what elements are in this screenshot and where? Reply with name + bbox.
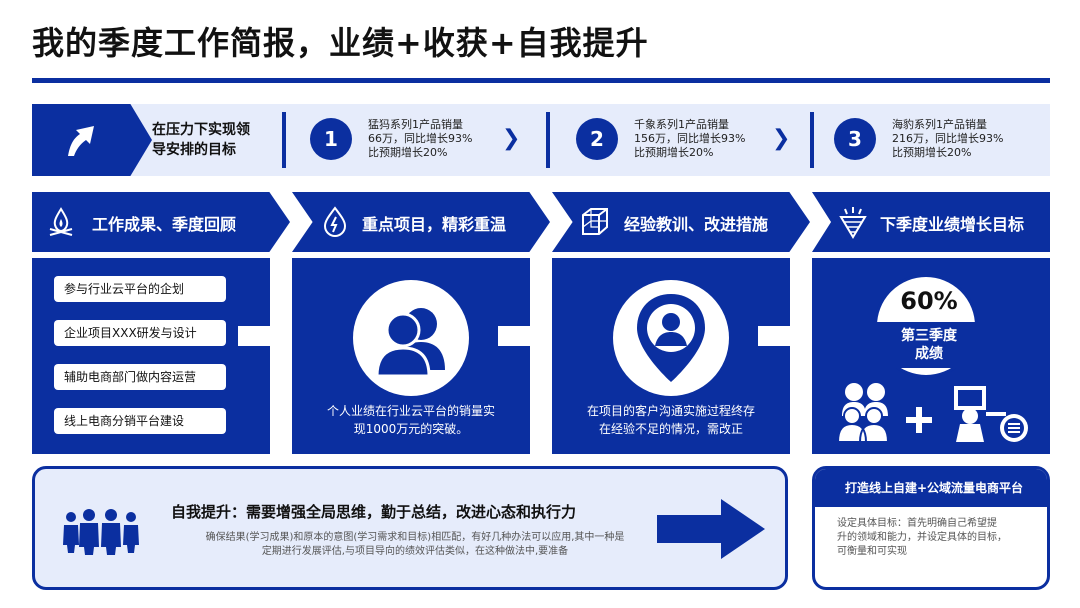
self-improvement-box: 自我提升：需要增强全局思维，勤于总结，改进心态和执行力 确保结果(学习成果)和原… [32,466,788,590]
goal-badge: 60% 第三季度 成绩 [871,274,987,378]
team-growth-icon [836,383,1028,443]
stat-text-3: 海豹系列1产品销量 216万，同比增长93% 比预期增长20% [892,118,1004,159]
big-right-arrow-icon [657,499,765,559]
step-number-1: 1 [310,118,352,160]
flow-arrow-icon [758,314,824,358]
lessons-panel: 在项目的客户沟通实施过程终存 在经验不足的情况，需改正 [552,258,790,454]
cone-icon [839,207,867,239]
platform-box: 打造线上自建+公域流量电商平台 设定具体目标：首先明确自己希望提 升的领域和能力… [812,466,1050,590]
up-arrow-icon [68,126,94,156]
section-title: 工作成果、季度回顾 [92,215,237,234]
cube-icon [582,208,608,235]
drop-icon [323,206,347,238]
chevron-right-icon: ❯ [502,126,521,151]
review-panel: 参与行业云平台的企划 企业项目XXX研发与设计 辅助电商部门做内容运营 线上电商… [32,258,270,454]
review-item: 参与行业云平台的企划 [54,276,226,302]
platform-text: 设定具体目标：首先明确自己希望提 升的领域和能力，并设定具体的目标， 可衡量和可… [837,518,1007,557]
flow-arrow-icon [498,314,564,358]
improvement-title: 自我提升：需要增强全局思维，勤于总结，改进心态和执行力 [171,503,577,521]
title-divider [32,78,1050,83]
section-title: 重点项目，精彩重温 [362,215,507,234]
goal-panel: 60% 第三季度 成绩 [812,258,1050,454]
section-header-project: 重点项目，精彩重温 [292,192,550,252]
project-text: 个人业绩在行业云平台的销量实 现1000万元的突破。 [326,404,495,436]
section-header-goal: 下季度业绩增长目标 [812,192,1050,252]
goal-label: 第三季度 成绩 [871,322,987,368]
section-title: 经验教训、改进措施 [624,215,769,234]
platform-title: 打造线上自建+公域流量电商平台 [815,469,1047,507]
user-pin-icon [637,294,705,382]
step-number-2: 2 [576,118,618,160]
lesson-text: 在项目的客户沟通实施过程终存 在经验不足的情况，需改正 [586,404,755,436]
improvement-text: 确保结果(学习成果)和原本的意图(学习需求和目标)相匹配，有好几种办法可以应用,… [205,532,625,557]
highlights-strip: 在压力下实现领 导安排的目标 1 猛犸系列1产品销量 66万，同比增长93% 比… [32,104,1050,176]
fire-icon [49,207,73,236]
flow-arrow-icon [238,314,304,358]
chevron-right-icon: ❯ [772,126,791,151]
strip-separator [282,112,286,168]
page-title: 我的季度工作简报，业绩+收获+自我提升 [32,24,649,62]
goal-percent: 60% [900,287,958,315]
stat-text-2: 千象系列1产品销量 156万，同比增长93% 比预期增长20% [634,118,746,159]
review-item: 辅助电商部门做内容运营 [54,364,226,390]
strip-separator [810,112,814,168]
person-circle [613,280,729,396]
section-header-lessons: 经验教训、改进措施 [552,192,810,252]
strip-separator [546,112,550,168]
person-circle [353,280,469,396]
users-icon [375,308,445,378]
strip-lead-text: 在压力下实现领 导安排的目标 [152,122,250,158]
review-item: 线上电商分销平台建设 [54,408,226,434]
section-header-review: 工作成果、季度回顾 [32,192,290,252]
section-title: 下季度业绩增长目标 [880,215,1025,234]
strip-arrow-block [32,104,152,176]
review-item: 企业项目XXX研发与设计 [54,320,226,346]
stat-text-1: 猛犸系列1产品销量 66万，同比增长93% 比预期增长20% [368,118,473,159]
step-number-3: 3 [834,118,876,160]
project-panel: 个人业绩在行业云平台的销量实 现1000万元的突破。 [292,258,530,454]
team-icon [63,509,139,555]
